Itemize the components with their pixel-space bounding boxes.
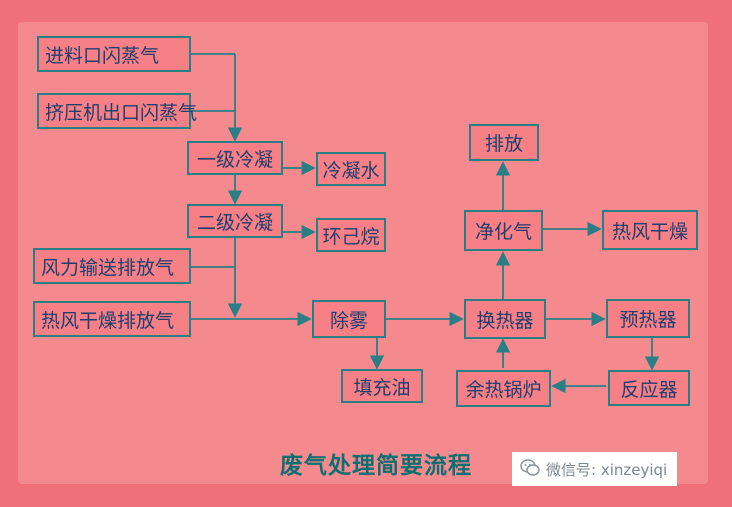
node-cond-water: 冷凝水 [316,152,386,186]
node-preheater: 预热器 [606,299,690,338]
node-cond1: 一级冷凝 [187,141,283,175]
watermark-text: 微信号: xinzeyiqi [546,460,668,479]
node-dry-exhaust: 热风干燥排放气 [33,301,191,337]
node-oil-fill: 填充油 [341,369,423,403]
node-discharge: 排放 [469,124,539,161]
node-cyclohexane: 环己烷 [316,218,386,252]
node-extruder-vapor: 挤压机出口闪蒸气 [37,93,197,129]
watermark: 微信号: xinzeyiqi [512,452,678,486]
diagram-title: 废气处理简要流程 [280,453,472,479]
node-heat-exchanger: 换热器 [464,299,546,339]
node-feed-vapor: 进料口闪蒸气 [37,36,191,72]
node-wind-exhaust: 风力输送排放气 [33,248,191,284]
node-waste-boiler: 余热锅炉 [456,370,551,407]
node-demist: 除雾 [312,300,386,338]
node-purified-gas: 净化气 [464,210,543,251]
node-hot-air-dry: 热风干燥 [602,210,698,250]
node-cond2: 二级冷凝 [187,204,283,238]
wechat-icon [520,459,540,476]
node-reactor: 反应器 [608,370,690,406]
